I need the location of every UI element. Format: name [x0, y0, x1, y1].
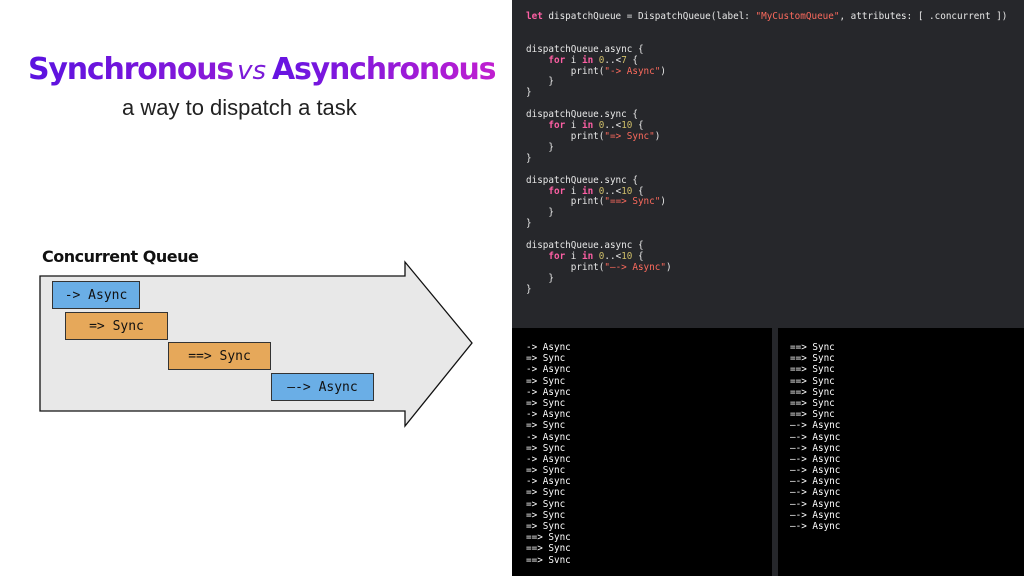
- console-line: —-> Async: [790, 442, 841, 454]
- console-line: => Sync: [526, 397, 566, 409]
- task-sync-1: => Sync: [65, 312, 168, 340]
- console-line: ==> Sync: [790, 364, 835, 376]
- code-editor[interactable]: let dispatchQueue = DispatchQueue(label:…: [512, 0, 1024, 328]
- task-sync-2: ==> Sync: [168, 342, 271, 370]
- queue-label: Concurrent Queue: [42, 247, 199, 266]
- console-lines-left: -> Async=> Sync-> Async=> Sync-> Async=>…: [512, 328, 772, 566]
- console-line: => Sync: [526, 498, 566, 510]
- console-line: => Sync: [526, 353, 566, 365]
- code-line: for i in 0..<7 {: [548, 54, 639, 66]
- console-line: -> Async: [526, 386, 571, 398]
- console-line: => Sync: [526, 487, 566, 499]
- console-line: => Sync: [526, 521, 566, 532]
- console-line: ==> Sync: [526, 543, 571, 555]
- console-line: -> Async: [526, 342, 571, 353]
- console-line: —-> Async: [790, 521, 841, 532]
- console-line: ==> Sync: [790, 353, 835, 365]
- console-line: ==> Sync: [790, 397, 835, 409]
- console-line: => Sync: [526, 465, 566, 477]
- console-line: -> Async: [526, 476, 571, 488]
- code-line: dispatchQueue.async {: [526, 43, 644, 55]
- console-line: —-> Async: [790, 453, 841, 465]
- console-line: ==> Sync: [526, 532, 571, 544]
- console-divider[interactable]: [772, 328, 778, 576]
- console-line: ==> Sync: [790, 386, 835, 398]
- task-async-1: -> Async: [52, 281, 140, 309]
- task-async-2: —-> Async: [271, 373, 374, 401]
- slide-subtitle: a way to dispatch a task: [122, 95, 357, 120]
- console-line: —-> Async: [790, 465, 841, 477]
- code-line: }: [526, 218, 532, 230]
- code-line: }: [526, 141, 554, 153]
- code-line: [526, 165, 1024, 176]
- console-output-left[interactable]: -> Async=> Sync-> Async=> Sync-> Async=>…: [512, 328, 772, 576]
- console-line: ==> Sync: [790, 409, 835, 421]
- code-line: }: [526, 272, 554, 284]
- code-line: let dispatchQueue = DispatchQueue(label:…: [526, 11, 1008, 22]
- console-line: —-> Async: [790, 498, 841, 510]
- code-line: }: [526, 283, 532, 295]
- console-line: => Sync: [526, 420, 566, 432]
- code-line: print("=> Sync"): [526, 130, 661, 142]
- title-asynchronous: Asynchronous: [272, 52, 497, 87]
- console-line: -> Async: [526, 431, 571, 443]
- code-line: for i in 0..<10 {: [548, 250, 644, 262]
- code-line: for i in 0..<10 {: [548, 120, 644, 132]
- console-line: -> Async: [526, 453, 571, 465]
- console-line: —-> Async: [790, 431, 841, 443]
- code-line: }: [526, 87, 532, 99]
- console-line: ==> Sync: [790, 342, 835, 353]
- code-line: }: [526, 207, 554, 219]
- code-line: print("—-> Async"): [526, 261, 672, 273]
- console-line: ==> Svnc: [526, 554, 571, 566]
- console-line: —-> Async: [790, 509, 841, 521]
- code-line: [526, 23, 1024, 34]
- console-lines-right: ==> Sync==> Sync==> Sync==> Sync==> Sync…: [778, 328, 1024, 532]
- console-line: -> Async: [526, 409, 571, 421]
- console-line: —-> Async: [790, 476, 841, 488]
- console-line: -> Async: [526, 364, 571, 376]
- code-line: dispatchQueue.sync {: [526, 109, 638, 121]
- code-line: print("-> Async"): [526, 65, 666, 77]
- code-line: dispatchQueue.sync {: [526, 174, 638, 186]
- console-line: => Sync: [526, 442, 566, 454]
- code-line: }: [526, 152, 532, 164]
- console-line: —-> Async: [790, 487, 841, 499]
- code-line: print("==> Sync"): [526, 196, 666, 208]
- console-line: => Sync: [526, 509, 566, 521]
- code-block[interactable]: let dispatchQueue = DispatchQueue(label:…: [512, 0, 1024, 296]
- console-output-right[interactable]: ==> Sync==> Sync==> Sync==> Sync==> Sync…: [778, 328, 1024, 576]
- console-line: ==> Sync: [790, 375, 835, 387]
- title-vs: vs: [237, 56, 266, 86]
- code-line: for i in 0..<10 {: [548, 185, 644, 197]
- code-line: }: [526, 76, 554, 88]
- code-line: dispatchQueue.async {: [526, 240, 644, 252]
- console-line: => Sync: [526, 375, 566, 387]
- console-line: —-> Async: [790, 420, 841, 432]
- title-synchronous: Synchronous: [28, 52, 234, 87]
